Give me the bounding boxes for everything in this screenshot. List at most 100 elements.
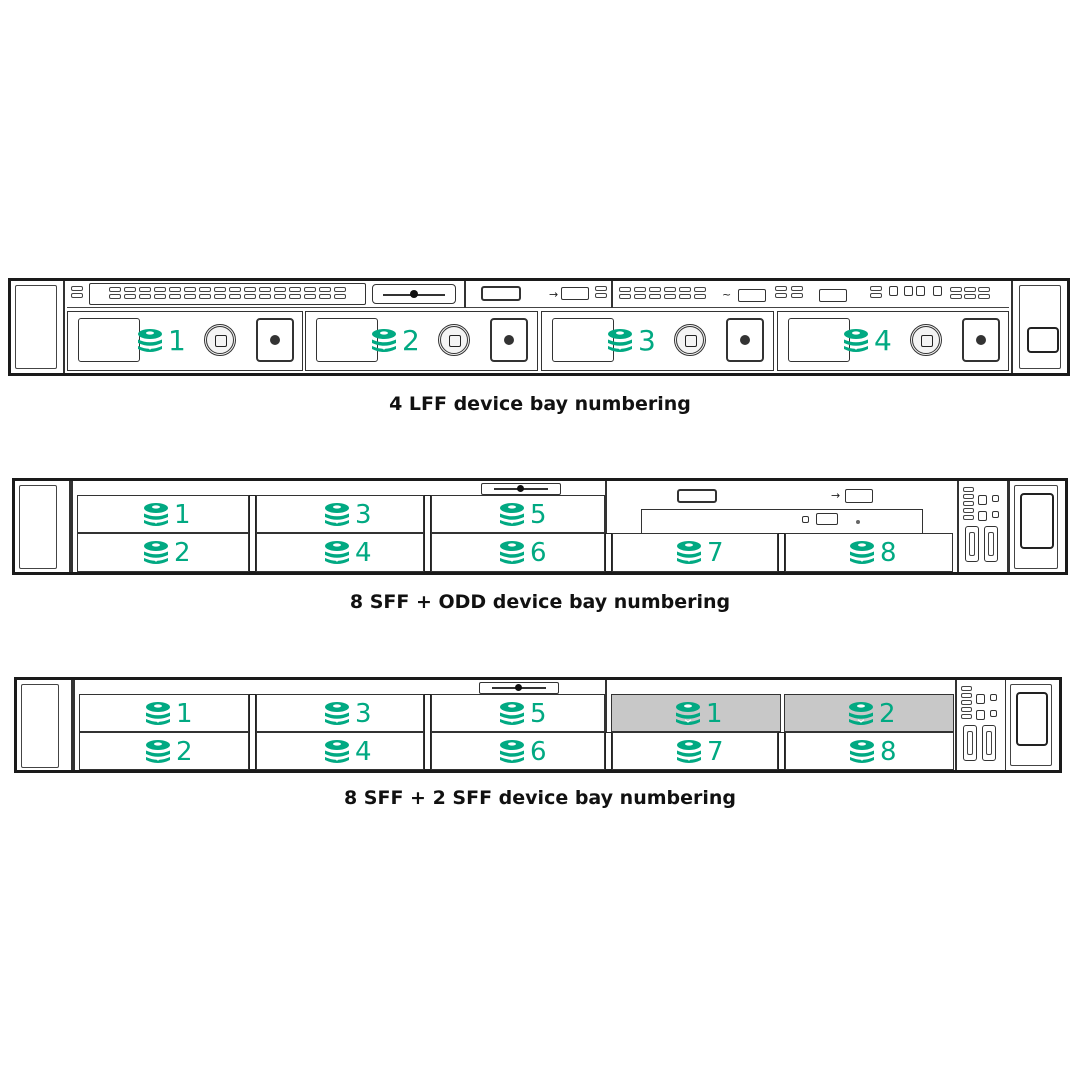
usb-port[interactable] — [845, 489, 873, 503]
serial-label-pull-tab[interactable] — [481, 483, 561, 495]
bay-number: 5 — [530, 500, 547, 530]
drive-stack-icon — [848, 739, 876, 765]
sff-bay-6[interactable]: 6 — [431, 732, 605, 770]
drive-stack-icon — [847, 701, 875, 727]
bay-label: 1 — [674, 701, 723, 727]
drive-release-button[interactable] — [962, 318, 1000, 362]
sff-bay-2[interactable]: 2 — [77, 533, 249, 572]
sff-cage2-bay-1[interactable]: 1 — [611, 694, 781, 732]
bay-label: 4 — [842, 327, 892, 355]
usb-icon: → — [549, 288, 559, 301]
sff-cage2-bay-2[interactable]: 2 — [784, 694, 954, 732]
bay-label: 8 — [848, 739, 897, 765]
bay-number: 4 — [874, 324, 892, 357]
sff-bay-6[interactable]: 6 — [431, 533, 605, 572]
sff-bay-1[interactable]: 1 — [77, 495, 249, 533]
bay-label: 4 — [323, 540, 372, 566]
drive-stack-icon — [606, 328, 634, 354]
caption-8sff-odd: 8 SFF + ODD device bay numbering — [349, 591, 731, 613]
serial-label-pull-tab[interactable] — [372, 284, 456, 304]
drive-release-button[interactable] — [490, 318, 528, 362]
drive-latch[interactable] — [674, 324, 706, 356]
drive-release-button[interactable] — [256, 318, 294, 362]
drive-stack-icon — [498, 701, 526, 727]
bay-label: 5 — [498, 502, 547, 528]
usb-port[interactable] — [561, 287, 589, 300]
uid-button[interactable] — [933, 286, 942, 296]
sff-bay-3[interactable]: 3 — [256, 495, 424, 533]
bay-label: 2 — [370, 327, 420, 355]
bay-label: 3 — [323, 502, 372, 528]
ilo-service-port[interactable] — [738, 289, 766, 302]
usb-port-left[interactable] — [963, 725, 977, 761]
serial-label-pull-tab[interactable] — [479, 682, 559, 694]
sff-bay-4[interactable]: 4 — [256, 732, 424, 770]
power-button[interactable] — [976, 694, 985, 704]
bay-label: 4 — [323, 739, 372, 765]
bay-number: 2 — [176, 737, 193, 767]
sff-bay-7[interactable]: 7 — [612, 732, 778, 770]
display-port[interactable] — [677, 489, 717, 503]
bay-number: 4 — [355, 737, 372, 767]
drive-release-button[interactable] — [726, 318, 764, 362]
usb-port-right[interactable] — [984, 526, 998, 562]
chassis-4lff: → ~ 1 2 — [8, 278, 1070, 376]
front-panel-strip: → ~ — [67, 281, 1009, 308]
bay-label: 8 — [848, 540, 897, 566]
bay-label: 1 — [142, 502, 191, 528]
sff-bay-5[interactable]: 5 — [431, 694, 605, 732]
drive-stack-icon — [136, 328, 164, 354]
optical-disc-drive[interactable] — [641, 509, 923, 533]
nic-led — [990, 710, 997, 717]
sff-bay-8[interactable]: 8 — [785, 533, 953, 572]
status-led-column — [963, 487, 974, 520]
usb3-port[interactable] — [819, 289, 847, 302]
lff-bay-4[interactable]: 4 — [777, 311, 1009, 371]
bay-number: 7 — [707, 538, 724, 568]
bay-label: 1 — [144, 701, 193, 727]
drive-stack-icon — [323, 701, 351, 727]
health-led — [904, 286, 913, 296]
nic-led — [916, 286, 925, 296]
drive-latch[interactable] — [438, 324, 470, 356]
bay-clip — [778, 732, 785, 770]
drive-latch[interactable] — [204, 324, 236, 356]
vent-panel — [89, 283, 366, 305]
bay-label: 5 — [498, 701, 547, 727]
sff-bay-1[interactable]: 1 — [79, 694, 249, 732]
bay-clip — [605, 533, 612, 572]
sff-bay-5[interactable]: 5 — [431, 495, 605, 533]
sff-bay-8[interactable]: 8 — [785, 732, 954, 770]
bay-label: 1 — [136, 327, 186, 355]
sff-bay-3[interactable]: 3 — [256, 694, 424, 732]
sff-bay-7[interactable]: 7 — [612, 533, 778, 572]
uid-button[interactable] — [978, 511, 987, 521]
bay-number: 8 — [880, 538, 897, 568]
sff-bay-2[interactable]: 2 — [79, 732, 249, 770]
drive-stack-icon — [370, 328, 398, 354]
sff-bay-4[interactable]: 4 — [256, 533, 424, 572]
health-led — [990, 694, 997, 701]
vent-row-1 — [109, 287, 346, 292]
display-port[interactable] — [481, 286, 521, 301]
power-button[interactable] — [978, 495, 987, 505]
usb-port-left[interactable] — [965, 526, 979, 562]
drive-stack-icon — [675, 540, 703, 566]
left-rack-ear — [15, 481, 71, 572]
chassis-8sff-2sff: 1 2 3 4 5 6 1 — [14, 677, 1062, 773]
bay-number: 7 — [707, 737, 724, 767]
lff-bay-1[interactable]: 1 — [67, 311, 303, 371]
chassis-8sff-odd: 1 2 3 4 5 6 → — [12, 478, 1068, 575]
uid-button[interactable] — [976, 710, 985, 720]
bay-number: 6 — [530, 737, 547, 767]
bay-number: 2 — [402, 324, 420, 357]
drive-stack-icon — [675, 739, 703, 765]
lff-bay-2[interactable]: 2 — [305, 311, 538, 371]
usb-port-right[interactable] — [982, 725, 996, 761]
odd-eject-button[interactable] — [816, 513, 838, 525]
caption-8sff-2sff: 8 SFF + 2 SFF device bay numbering — [343, 787, 737, 809]
lff-bay-3[interactable]: 3 — [541, 311, 774, 371]
bay-clip — [424, 694, 431, 770]
drive-latch[interactable] — [910, 324, 942, 356]
power-button[interactable] — [889, 286, 898, 296]
